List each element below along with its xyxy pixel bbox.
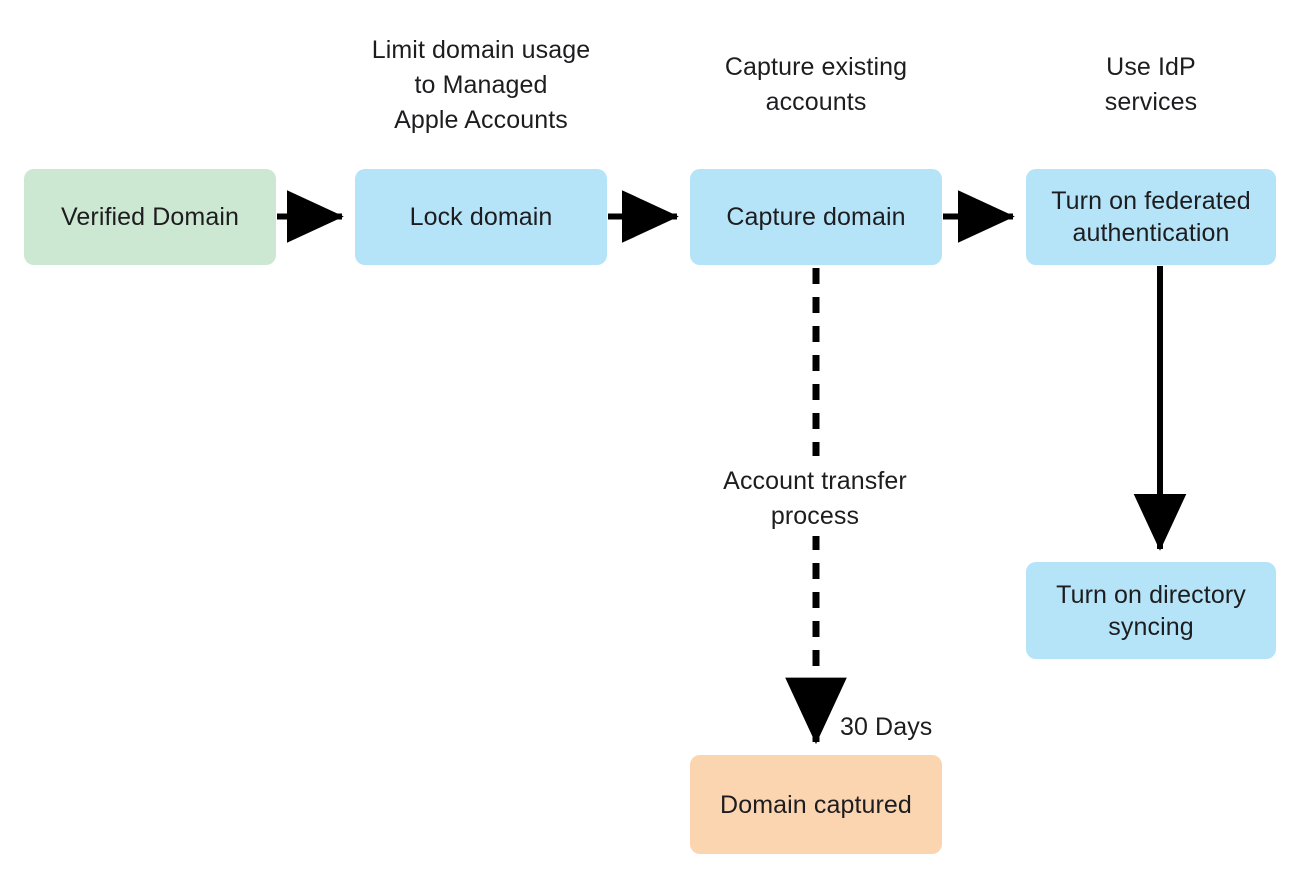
edge-label-account-transfer-process: Account transfer process — [664, 462, 966, 536]
node-lock-domain[interactable]: Lock domain — [355, 169, 607, 265]
node-turn-on-directory-syncing[interactable]: Turn on directory syncing — [1026, 562, 1276, 659]
edge-label-30-days: 30 Days — [840, 710, 990, 745]
node-capture-domain[interactable]: Capture domain — [690, 169, 942, 265]
node-verified-domain[interactable]: Verified Domain — [24, 169, 276, 265]
node-domain-captured[interactable]: Domain captured — [690, 755, 942, 854]
caption-capture-domain: Capture existing accounts — [724, 53, 908, 116]
node-turn-on-federated-authentication[interactable]: Turn on federated authentication — [1026, 169, 1276, 265]
caption-lock-domain: Limit domain usage to Managed Apple Acco… — [371, 36, 591, 134]
caption-federated-auth: Use IdP services — [1104, 53, 1198, 116]
